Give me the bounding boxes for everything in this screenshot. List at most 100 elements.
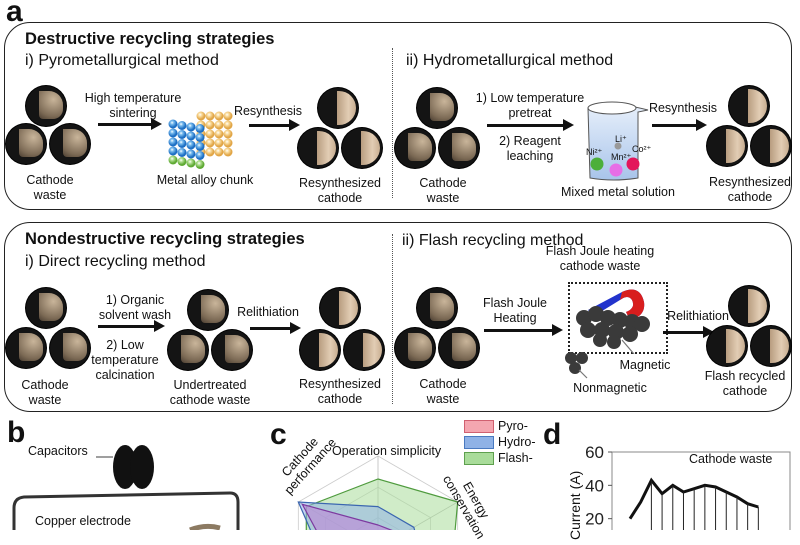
alloy-atom — [223, 111, 233, 121]
y-tick-label: 20 — [585, 510, 604, 529]
radar-series-pyro — [301, 503, 393, 530]
pyro-title: i) Pyrometallurgical method — [25, 52, 219, 69]
alloy-atom — [186, 131, 196, 141]
legend-item-hydro: Hydro- — [464, 434, 536, 450]
alloy-atom — [214, 138, 224, 148]
pyro-middle-label: Metal alloy chunk — [156, 173, 254, 187]
alloy-atom — [195, 151, 205, 160]
destructive-title: Destructive recycling strategies — [25, 30, 275, 48]
legend-swatch — [464, 435, 494, 449]
mn-ion-label: Mn²⁺ — [611, 152, 632, 162]
chart-annotation: Cathode waste — [689, 452, 773, 466]
alloy-atom — [186, 140, 196, 150]
arrow — [652, 119, 707, 131]
flash-recycled-cathode-particles — [705, 286, 791, 366]
alloy-atom — [223, 129, 233, 139]
capacitor-icon — [113, 445, 137, 489]
alloy-atom — [186, 149, 196, 159]
alloy-atom — [195, 142, 205, 151]
panel-d-label: d — [543, 418, 562, 451]
cathode-waste-particles — [6, 288, 90, 368]
legend-swatch — [464, 419, 494, 433]
metal-alloy-chunk-icon — [168, 111, 233, 169]
capacitors-label: Capacitors — [28, 444, 88, 458]
alloy-atom — [214, 120, 224, 130]
hydro-step2-label: Resynthesis — [648, 101, 718, 115]
legend-label: Flash- — [498, 451, 533, 465]
alloy-atom — [223, 147, 233, 157]
cathode-waste-particles — [395, 88, 479, 168]
alloy-atom — [177, 157, 187, 166]
arrow — [98, 118, 162, 130]
flash-title: ii) Flash recycling method — [402, 232, 584, 249]
alloy-atom — [168, 146, 178, 156]
nondestructive-strategies-box — [4, 222, 792, 412]
co-ion-label: Co²⁺ — [632, 144, 652, 154]
y-tick-label: 40 — [585, 476, 604, 495]
y-tick-label: 60 — [585, 443, 604, 462]
hydro-title: ii) Hydrometallurgical method — [406, 52, 614, 69]
arrow — [250, 322, 301, 334]
panel-c-label: c — [270, 418, 287, 451]
alloy-atom — [177, 148, 187, 157]
li-ion-icon — [614, 142, 622, 150]
alloy-atom — [186, 158, 196, 168]
co-ion-icon — [626, 157, 640, 171]
direct-title: i) Direct recycling method — [25, 253, 206, 270]
current-line-chart: 20 40 60 — [585, 443, 791, 530]
alloy-atom — [168, 155, 178, 165]
arrow — [487, 119, 574, 131]
plot-frame — [611, 451, 791, 530]
legend-item-pyro: Pyro- — [464, 418, 536, 434]
arrow — [98, 320, 165, 332]
panel-b-label: b — [7, 416, 26, 449]
legend-swatch — [464, 451, 494, 465]
flash-heating-box — [568, 282, 668, 354]
alloy-atom — [223, 120, 233, 130]
alloy-atom — [168, 119, 178, 129]
legend-item-flash: Flash- — [464, 450, 536, 466]
alloy-atom — [205, 129, 215, 139]
alloy-atom — [168, 128, 178, 138]
direct-step2-label: Relithiation — [237, 305, 299, 319]
cathode-waste-particles — [6, 86, 90, 166]
cathode-waste-particles — [395, 288, 479, 368]
arrow — [249, 119, 300, 131]
alloy-atom — [195, 124, 205, 133]
circuit-diagram — [12, 445, 240, 530]
legend-label: Hydro- — [498, 435, 536, 449]
li-ion-label: Li⁺ — [615, 134, 627, 144]
pyro-step2-label: Resynthesis — [233, 104, 303, 118]
ni-ion-label: Ni²⁺ — [586, 147, 603, 157]
flash-step2-label: Relithiation — [667, 309, 729, 323]
resynthesized-cathode-particles — [298, 88, 382, 168]
alloy-atom — [214, 147, 224, 157]
radar-legend: Pyro- Hydro- Flash- — [464, 418, 536, 466]
radar-axis-operation-simplicity: Operation simplicity — [332, 444, 442, 458]
panel-a-label: a — [6, 0, 23, 28]
undertreated-cathode-particles — [168, 290, 252, 370]
capacitor-icon — [130, 445, 154, 489]
arrow — [484, 324, 563, 336]
nonmagnetic-particles-icon — [565, 352, 588, 379]
alloy-atom — [195, 160, 205, 169]
divider — [392, 48, 393, 198]
arrow — [663, 326, 714, 338]
copper-electrode-label: Copper electrode — [35, 514, 131, 528]
mn-ion-icon — [609, 163, 623, 177]
resynthesized-cathode-particles — [705, 86, 791, 166]
alloy-atom — [195, 133, 205, 142]
alloy-atom — [177, 130, 187, 139]
alloy-atom — [223, 138, 233, 148]
magnet-with-particles-icon — [576, 289, 650, 354]
alloy-atom — [168, 137, 178, 147]
alloy-atom — [186, 122, 196, 132]
